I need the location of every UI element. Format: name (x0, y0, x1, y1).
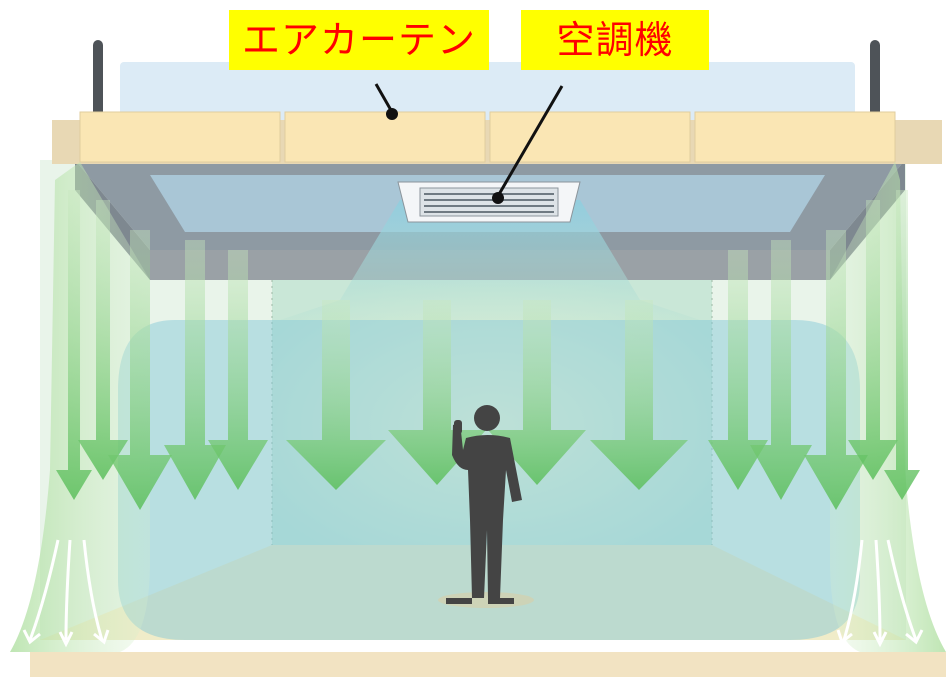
down-arrow-icon (56, 190, 92, 500)
aircon-airflow-cone (280, 200, 700, 320)
right-post (870, 40, 880, 120)
callout-lines (374, 83, 564, 204)
down-arrow-icon (208, 250, 268, 490)
down-arrow-icon (708, 250, 768, 490)
air-conditioner-label: 空調機 (521, 10, 709, 70)
down-arrow-icon (884, 190, 920, 500)
left-post (93, 40, 103, 120)
down-arrow-icon (78, 200, 128, 480)
down-arrow-icon (750, 240, 812, 500)
air-curtain-label: エアカーテン (229, 10, 489, 70)
down-arrow-icon (488, 300, 586, 485)
down-arrow-icon (286, 300, 386, 490)
down-arrow-icon (108, 230, 172, 510)
air-curtain-units (52, 111, 942, 164)
down-arrow-icon (848, 200, 898, 480)
down-arrow-icon (590, 300, 688, 490)
person-silhouette-icon (438, 405, 534, 608)
curtain-base-arrows (22, 539, 924, 648)
floor (30, 652, 946, 677)
roof-glass-panel (120, 62, 855, 122)
right-air-curtain (830, 162, 946, 652)
ceiling-cassette-icon (397, 181, 581, 223)
down-arrow-icon (804, 230, 868, 510)
down-arrow-icon (164, 240, 226, 500)
